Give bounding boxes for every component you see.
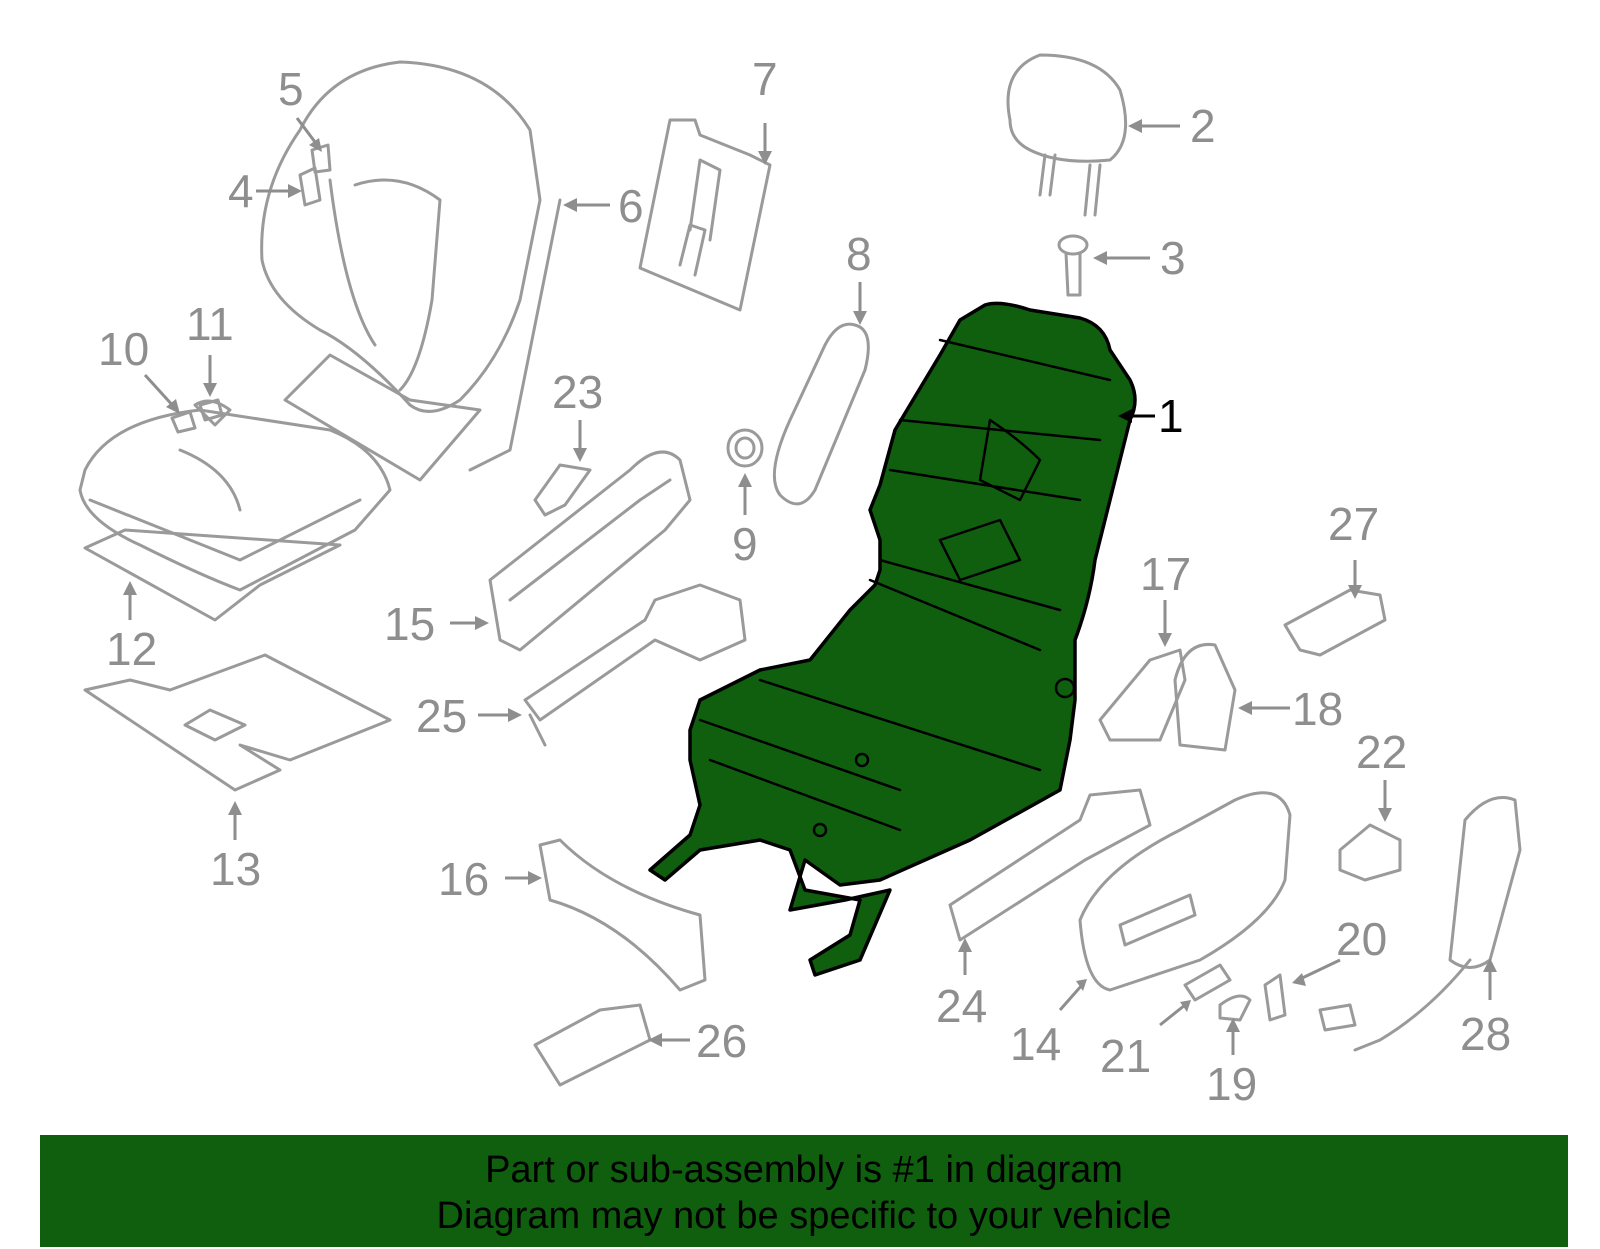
part-7-back-panel [638,118,772,312]
part-26-cover [533,1003,652,1087]
banner-line-1: Part or sub-assembly is #1 in diagram [485,1149,1123,1191]
callout-18[interactable]: 18 [1292,683,1343,735]
part-5-clip [310,143,332,174]
callout-10[interactable]: 10 [98,323,149,375]
part-11-clip [198,398,224,422]
callout-22[interactable]: 22 [1356,726,1407,778]
part-18-cover [1173,642,1237,752]
callout-16[interactable]: 16 [438,853,489,905]
callout-23[interactable]: 23 [552,366,603,418]
part-14-side-panel [1078,791,1292,992]
part-21-connector [1183,963,1232,1002]
callout-24[interactable]: 24 [936,980,987,1032]
callout-19[interactable]: 19 [1206,1058,1257,1110]
part-9-grommet [726,428,764,468]
banner-line-2: Diagram may not be specific to your vehi… [436,1195,1172,1237]
callout-6[interactable]: 6 [618,180,644,232]
callout-26[interactable]: 26 [696,1015,747,1067]
part-6-seatback-cover [260,60,562,482]
callout-3[interactable]: 3 [1160,232,1186,284]
part-28-side-airbag [1318,796,1522,1052]
part-16-trim [538,838,707,992]
callout-27[interactable]: 27 [1328,498,1379,550]
callout-17[interactable]: 17 [1140,548,1191,600]
callout-4[interactable]: 4 [228,165,254,217]
callout-28[interactable]: 28 [1460,1008,1511,1060]
part-23-bracket [533,463,592,517]
callout-25[interactable]: 25 [416,690,467,742]
callout-15[interactable]: 15 [384,598,435,650]
callout-13[interactable]: 13 [210,843,261,895]
callout-arrows [123,117,1497,1055]
callout-8[interactable]: 8 [846,228,872,280]
part-1-seat-frame[interactable] [648,301,1137,977]
part-2-headrest [1006,53,1128,217]
part-22-switch [1338,823,1402,882]
callout-2[interactable]: 2 [1190,100,1216,152]
info-banner: Part or sub-assembly is #1 in diagram Di… [40,1135,1568,1247]
callout-21[interactable]: 21 [1100,1030,1151,1082]
part-13-mat [83,653,392,792]
part-4-clip [298,166,322,207]
callout-12[interactable]: 12 [106,623,157,675]
callout-labels: 1 2 3 4 5 6 7 8 9 10 11 12 13 14 15 16 1… [98,53,1511,1110]
part-20-bracket [1263,973,1287,1022]
callout-9[interactable]: 9 [732,518,758,570]
part-3-headrest-guide [1057,234,1089,297]
part-12-seat-cushion [78,399,392,592]
part-24-rail [948,788,1152,942]
part-17-cover [1098,648,1187,742]
callout-7[interactable]: 7 [752,53,778,105]
callout-20[interactable]: 20 [1336,913,1387,965]
part-19-knob [1218,994,1252,1022]
callout-11[interactable]: 11 [186,298,234,350]
callout-5[interactable]: 5 [278,63,304,115]
callout-1[interactable]: 1 [1158,390,1184,442]
part-10-clip [170,410,197,434]
part-15-side-trim [488,450,692,652]
part-12-pad [83,528,342,622]
callout-14[interactable]: 14 [1010,1018,1061,1070]
part-25-rail [523,583,747,747]
part-27-bracket [1283,588,1387,657]
part-8-trim-cover [772,322,870,506]
